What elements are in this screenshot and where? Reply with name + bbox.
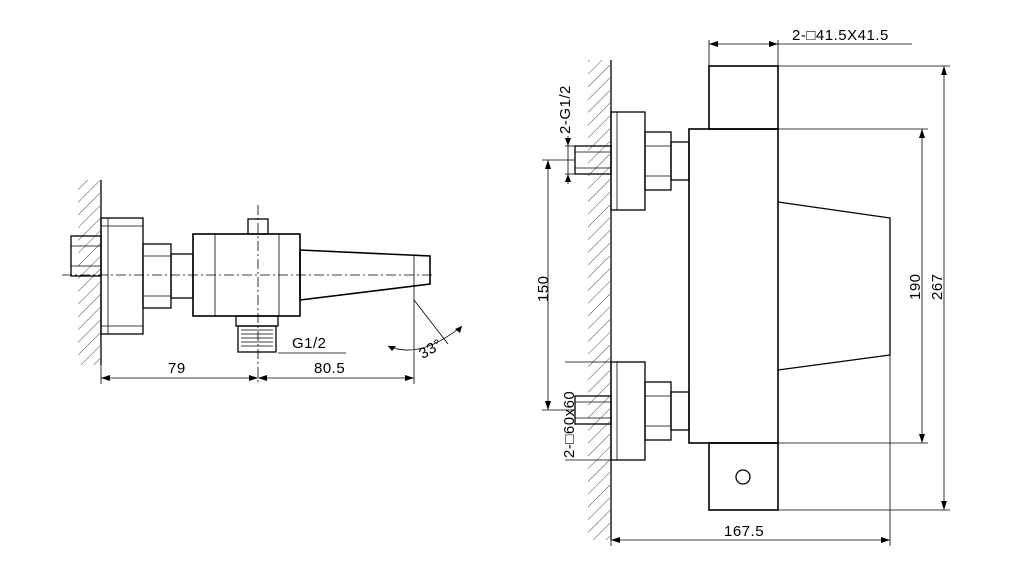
right-view: 2-□41.5X41.5 2-G1/2 150 2-□60x60 190 267 — [535, 27, 950, 546]
bottom-plate-hole — [735, 469, 751, 485]
overall-height-label: 267 — [929, 273, 946, 300]
bottom-cover-plate — [708, 442, 779, 511]
body-height-label: 190 — [907, 273, 924, 300]
left-view: G1/2 33° 79 80.5 — [62, 180, 463, 385]
left-outlet-nut — [235, 315, 279, 327]
right-wall — [588, 60, 612, 540]
left-wall — [78, 180, 102, 365]
top-inlet — [574, 111, 690, 211]
inlet-threads-label: 2-G1/2 — [557, 85, 574, 134]
escutcheons-label: 2-□60x60 — [561, 391, 578, 458]
bottom-inlet — [574, 361, 690, 461]
front-panel — [777, 201, 891, 371]
cover-plates-label: 2-□41.5X41.5 — [792, 27, 889, 44]
inlet-spacing-label: 150 — [535, 275, 552, 302]
left-connector — [170, 253, 194, 299]
dim-79-label: 79 — [168, 360, 186, 377]
angle-arc — [387, 325, 463, 351]
right-body — [688, 128, 779, 444]
outlet-thread-label: G1/2 — [292, 335, 327, 352]
left-escutcheon — [100, 217, 144, 335]
dim-80-5-label: 80.5 — [314, 360, 345, 377]
top-cover-plate — [708, 65, 779, 130]
left-outlet-thread — [237, 325, 277, 353]
left-nut — [142, 243, 172, 309]
overall-depth-label: 167.5 — [724, 523, 764, 540]
left-spout — [299, 249, 431, 301]
